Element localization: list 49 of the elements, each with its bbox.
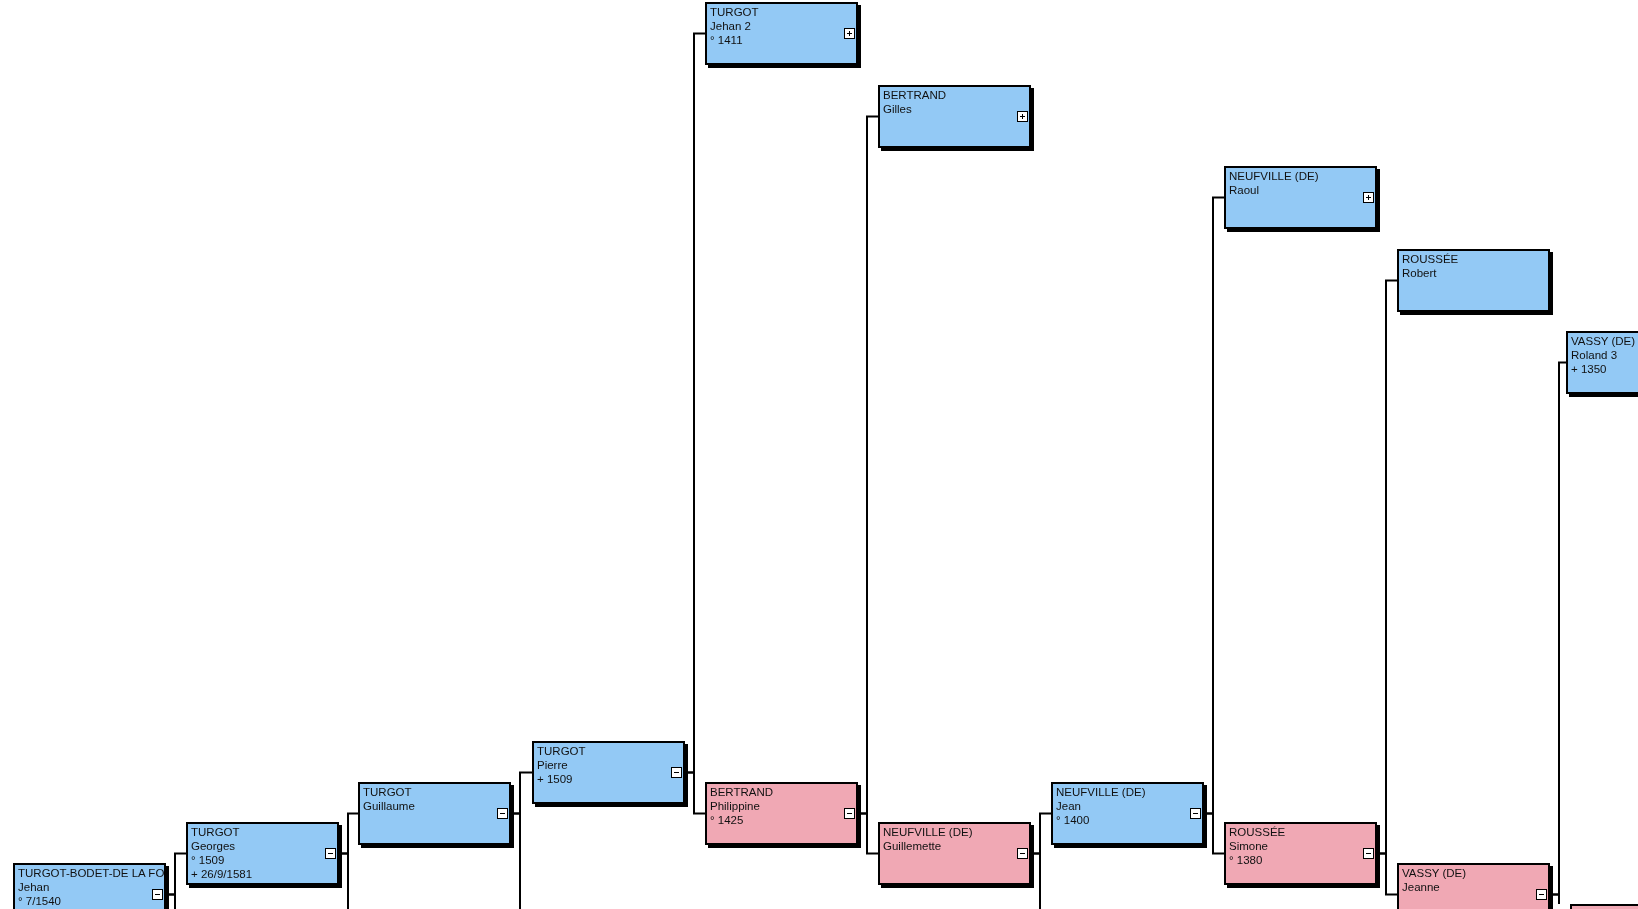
person-text: VASSY (DE) xyxy=(1402,866,1468,880)
person-box xyxy=(705,782,858,845)
person-text: Robert xyxy=(1402,266,1438,280)
person-text: ° 1425 xyxy=(710,813,745,827)
person-text: VASSY (DE) xyxy=(1571,334,1637,348)
person-box xyxy=(1224,822,1377,885)
person-text: ROUSSÉE xyxy=(1402,252,1460,266)
person-text: Raoul xyxy=(1229,183,1261,197)
person-text: Guillemette xyxy=(883,839,943,853)
person-text: Roland 3 xyxy=(1571,348,1619,362)
person-text: ° 1400 xyxy=(1056,813,1091,827)
person-text: ° 1380 xyxy=(1229,853,1264,867)
person-box xyxy=(358,782,511,845)
person-text: Jeanne xyxy=(1402,880,1441,894)
person-text: + 26/9/1581 xyxy=(191,867,254,881)
person-text: Georges xyxy=(191,839,237,853)
person-box xyxy=(878,85,1031,148)
person-text: BERTRAND xyxy=(710,785,775,799)
person-text: TURGOT xyxy=(363,785,413,799)
person-box xyxy=(186,822,339,885)
person-text: + 1350 xyxy=(1571,362,1608,376)
person-text: Philippine xyxy=(710,799,761,813)
person-text: Simone xyxy=(1229,839,1269,853)
person-box xyxy=(1224,166,1377,229)
person-box xyxy=(1051,782,1204,845)
person-text: NEUFVILLE (DE) xyxy=(1056,785,1147,799)
person-text: BERTRAND xyxy=(883,88,948,102)
person-text: Jean xyxy=(1056,799,1082,813)
person-text: TURGOT xyxy=(710,5,760,19)
person-text: ° 1411 xyxy=(710,33,744,47)
person-box xyxy=(878,822,1031,885)
person-text: NEUFVILLE (DE) xyxy=(1229,169,1320,183)
person-box xyxy=(1397,863,1550,909)
person-text: ° 7/1540 xyxy=(18,894,62,908)
person-text: NEUFVILLE (DE) xyxy=(883,825,974,839)
person-text: ° 1509 xyxy=(191,853,226,867)
person-box xyxy=(705,2,858,65)
person-text: TURGOT xyxy=(191,825,241,839)
person-box xyxy=(532,741,685,804)
person-text: Jehan xyxy=(18,880,51,894)
person-text: ROUSSÉE xyxy=(1229,825,1287,839)
person-text: Guillaume xyxy=(363,799,416,813)
person-text: Gilles xyxy=(883,102,913,116)
person-box xyxy=(1397,249,1550,312)
person-box xyxy=(13,863,166,909)
person-text: TURGOT xyxy=(537,744,587,758)
person-text: Pierre xyxy=(537,758,569,772)
person-text: + 1509 xyxy=(537,772,574,786)
person-text: Jehan 2 xyxy=(710,19,752,33)
